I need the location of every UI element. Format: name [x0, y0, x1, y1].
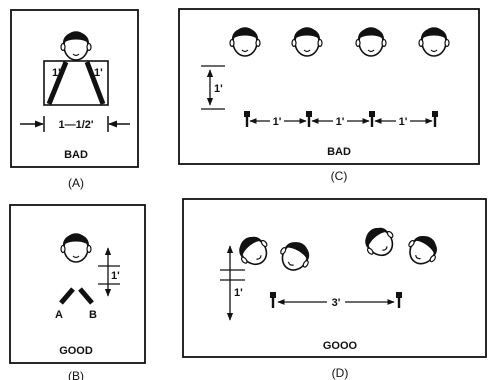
head-icon	[356, 28, 386, 56]
panel-a: 1' 1' 1—1/2' BAD (A)	[11, 10, 138, 190]
mic-icon	[270, 292, 276, 308]
height-label: 1'	[214, 83, 223, 95]
panel-d-verdict: GOOO	[323, 340, 358, 352]
panel-c-caption: (C)	[331, 169, 348, 183]
panel-b-caption: (B)	[68, 369, 84, 380]
panel-c: 1' 1' 1' 1' BAD (C)	[179, 9, 479, 183]
panel-d-caption: (D)	[332, 366, 349, 380]
spacing-label: 1'	[336, 116, 345, 128]
mic-a-icon	[61, 289, 73, 303]
distance-label-right: 1'	[94, 67, 103, 79]
spacing-label: 1'	[273, 116, 282, 128]
mic-icon	[244, 111, 250, 127]
head-icon	[61, 234, 91, 262]
spacing-label: 3'	[332, 297, 341, 309]
mic-icon	[369, 111, 375, 127]
panel-b-verdict: GOOD	[59, 345, 93, 357]
head-icon	[292, 28, 322, 56]
head-icon	[233, 231, 274, 272]
width-label: 1—1/2'	[58, 119, 93, 131]
spacing-label: 1'	[399, 116, 408, 128]
head-icon	[275, 237, 315, 276]
mic-b-label: B	[89, 309, 97, 321]
mic-icon	[432, 111, 438, 127]
panel-b: 1' A B GOOD (B)	[10, 205, 145, 380]
mic-a-label: A	[55, 309, 63, 321]
panel-d: 1' 3' GOOO (D)	[183, 199, 486, 380]
mic-icon	[396, 292, 402, 308]
panel-b-frame	[10, 205, 145, 363]
panel-c-verdict: BAD	[327, 146, 351, 158]
mic-b-icon	[80, 289, 92, 303]
panel-a-verdict: BAD	[64, 149, 88, 161]
height-label: 1'	[111, 270, 120, 282]
head-icon	[359, 222, 400, 263]
head-icon	[61, 32, 91, 60]
panel-d-frame	[183, 199, 486, 357]
panel-a-caption: (A)	[68, 176, 84, 190]
distance-label-left: 1'	[52, 67, 61, 79]
height-label: 1'	[234, 287, 243, 299]
head-icon	[230, 28, 260, 56]
head-icon	[419, 28, 449, 56]
mic-icon	[306, 111, 312, 127]
head-icon	[402, 230, 443, 270]
